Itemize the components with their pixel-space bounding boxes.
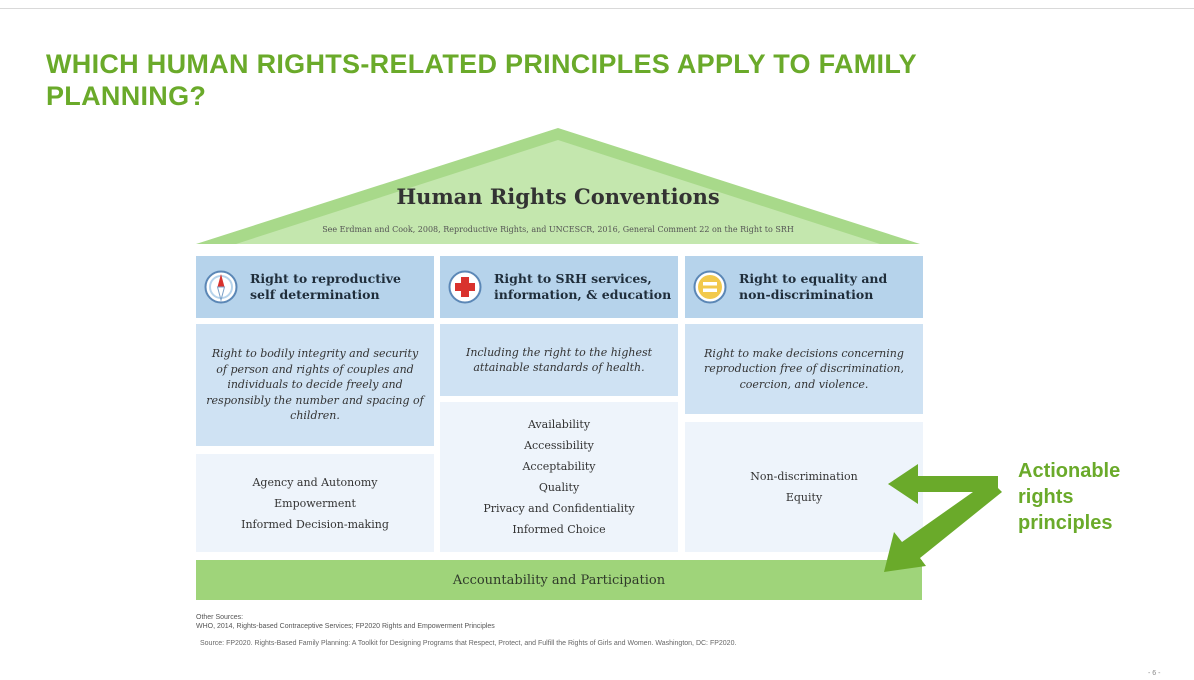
roof-title: Human Rights Conventions bbox=[396, 184, 720, 209]
principle-item: Accessibility bbox=[524, 439, 594, 452]
principle-item: Quality bbox=[538, 481, 580, 494]
pillar-description: Right to bodily integrity and security o… bbox=[196, 324, 434, 446]
other-sources-title: Other Sources: bbox=[196, 614, 244, 621]
principle-item: Non-discrimination bbox=[750, 470, 858, 483]
principle-item: Privacy and Confidentiality bbox=[483, 502, 635, 515]
principle-item: Agency and Autonomy bbox=[252, 475, 378, 489]
principle-item: Informed Choice bbox=[512, 523, 606, 536]
pillar-header-label: Right to SRH services, information, & ed… bbox=[494, 271, 672, 302]
pillar-header: Right to reproductive self determination bbox=[196, 256, 434, 318]
principle-item: Availability bbox=[527, 418, 591, 431]
pillar-header-label: Right to reproductive self determination bbox=[250, 271, 401, 302]
principles-list: Availability Accessibility Acceptability… bbox=[440, 402, 678, 552]
compass-icon bbox=[204, 270, 238, 304]
source-citation: Source: FP2020. Rights-Based Family Plan… bbox=[200, 640, 737, 647]
principles-list: Agency and Autonomy Empowerment Informed… bbox=[196, 454, 434, 552]
pillar-header: Right to SRH services, information, & ed… bbox=[440, 256, 678, 318]
principle-item: Acceptability bbox=[522, 460, 596, 473]
other-sources: Other Sources: WHO, 2014, Rights-based C… bbox=[196, 613, 1096, 631]
equals-icon bbox=[693, 270, 727, 304]
roof-triangle bbox=[196, 128, 920, 244]
page-number: - 6 - bbox=[1148, 670, 1161, 677]
callout-arrows-icon bbox=[884, 464, 1002, 572]
actionable-principles-label: Actionable rights principles bbox=[1018, 460, 1121, 534]
medical-cross-icon bbox=[448, 270, 482, 304]
top-divider-line bbox=[0, 8, 1194, 9]
pillar-description: Including the right to the highest attai… bbox=[440, 324, 678, 396]
slide-title: WHICH HUMAN RIGHTS-RELATED PRINCIPLES AP… bbox=[46, 49, 917, 111]
pillar-header: Right to equality and non-discrimination bbox=[685, 256, 923, 318]
pillar-header-label: Right to equality and non-discrimination bbox=[739, 271, 888, 302]
principles-list: Non-discrimination Equity bbox=[685, 422, 923, 552]
principle-item: Equity bbox=[785, 491, 823, 504]
pillar-description: Right to make decisions concerning repro… bbox=[685, 324, 923, 414]
principle-item: Empowerment bbox=[274, 496, 356, 510]
pillar-srh-services: Right to SRH services, information, & ed… bbox=[440, 256, 678, 552]
roof-subtitle: See Erdman and Cook, 2008, Reproductive … bbox=[322, 225, 794, 234]
pillar-self-determination: Right to reproductive self determination… bbox=[196, 256, 434, 552]
foundation-bar: Accountability and Participation bbox=[196, 560, 922, 600]
principle-item: Informed Decision-making bbox=[241, 517, 389, 531]
other-sources-text: WHO, 2014, Rights-based Contraceptive Se… bbox=[196, 623, 495, 630]
pillar-equality: Right to equality and non-discrimination… bbox=[685, 256, 923, 552]
